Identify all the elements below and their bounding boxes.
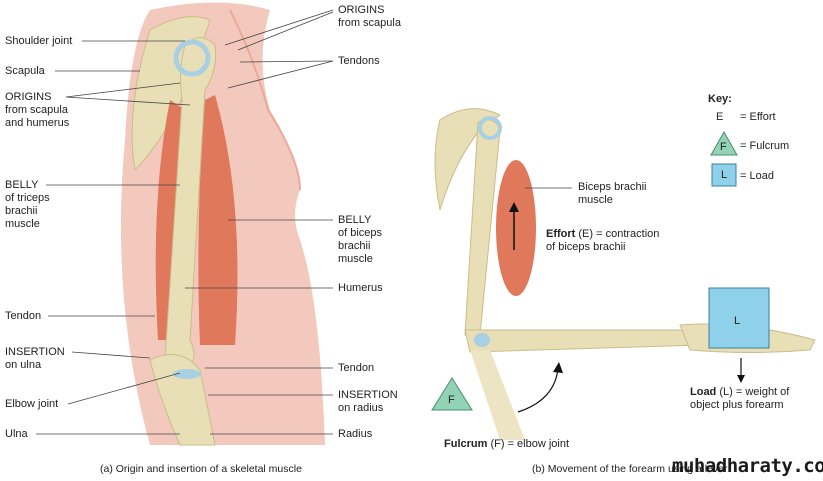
label-ulna: Ulna bbox=[5, 428, 28, 440]
label-line: object plus forearm bbox=[690, 399, 784, 411]
label-line: brachii bbox=[5, 205, 38, 217]
label-biceps-brachii: Biceps brachii muscle bbox=[578, 181, 646, 207]
label-load: Load (L) = weight of object plus forearm bbox=[690, 386, 789, 412]
key-fulcrum-label: = Fulcrum bbox=[740, 140, 790, 152]
elbow-cartilage-b bbox=[474, 333, 490, 347]
key-load-symbol: L bbox=[721, 169, 728, 181]
label-line: Load (L) = weight of bbox=[690, 386, 789, 399]
label-line: from scapula bbox=[5, 104, 68, 116]
load-desc: (L) = weight of bbox=[716, 386, 790, 398]
label-tendons: Tendons bbox=[338, 55, 380, 67]
label-elbow-joint: Elbow joint bbox=[5, 398, 59, 410]
elbow-cartilage bbox=[173, 369, 201, 379]
label-line: muscle bbox=[5, 218, 40, 230]
label-scapula: Scapula bbox=[5, 65, 45, 77]
shoulder-cartilage bbox=[173, 39, 211, 77]
label-line: Effort (E) = contraction bbox=[546, 228, 659, 241]
label-line: of triceps bbox=[5, 192, 50, 204]
fulcrum-term: Fulcrum bbox=[444, 438, 488, 450]
label-line: ORIGINS bbox=[5, 91, 52, 103]
label-belly-biceps: BELLY of biceps brachii muscle bbox=[338, 214, 382, 266]
label-tendon-left: Tendon bbox=[5, 310, 42, 322]
humerus-bone bbox=[164, 37, 216, 371]
forearm-b bbox=[464, 329, 701, 353]
label-line: of biceps brachii bbox=[546, 241, 626, 253]
effort-desc: (E) = contraction bbox=[575, 228, 660, 240]
key-title: Key: bbox=[708, 93, 732, 105]
label-belly-triceps: BELLY of triceps brachii muscle bbox=[5, 179, 50, 231]
label-line: ORIGINS bbox=[338, 4, 385, 16]
caption-b: (b) Movement of the forearm using a leve… bbox=[532, 463, 728, 475]
fulcrum-triangle-symbol: F bbox=[448, 394, 455, 406]
shoulder-cartilage-b bbox=[478, 116, 502, 140]
label-line: BELLY bbox=[5, 179, 39, 191]
biceps-muscle bbox=[198, 95, 238, 345]
label-line: brachii bbox=[338, 240, 371, 252]
key-effort-symbol: E bbox=[716, 111, 724, 123]
label-shoulder-joint: Shoulder joint bbox=[5, 35, 73, 47]
humerus-b bbox=[464, 119, 501, 336]
caption-a: (a) Origin and insertion of a skeletal m… bbox=[100, 463, 302, 475]
leader-lines-a bbox=[36, 9, 334, 435]
label-humerus: Humerus bbox=[338, 282, 383, 294]
label-line: of biceps bbox=[338, 227, 383, 239]
label-line: on ulna bbox=[5, 359, 42, 371]
fulcrum-triangle bbox=[431, 377, 473, 411]
torso-bones-b bbox=[470, 350, 525, 440]
key-load-box bbox=[711, 163, 737, 187]
label-insertion-ulna: INSERTION on ulna bbox=[5, 346, 65, 372]
load-arrowhead bbox=[737, 375, 745, 383]
effort-arrowhead bbox=[509, 202, 519, 212]
biceps-b bbox=[496, 160, 536, 296]
label-line: muscle bbox=[578, 194, 613, 206]
key-load-label: = Load bbox=[740, 170, 774, 182]
label-origins-scapula-humerus: ORIGINS from scapula and humerus bbox=[5, 91, 69, 130]
rotation-arrowhead bbox=[553, 362, 563, 373]
label-line: INSERTION bbox=[5, 346, 65, 358]
label-line: BELLY bbox=[338, 214, 372, 226]
fulcrum-desc: (F) = elbow joint bbox=[487, 438, 570, 450]
watermark: muhadharaty.com bbox=[672, 455, 823, 477]
label-effort: Effort (E) = contraction of biceps brach… bbox=[546, 228, 659, 254]
label-fulcrum: Fulcrum (F) = elbow joint bbox=[444, 438, 569, 451]
key-fulcrum-symbol: F bbox=[720, 141, 727, 153]
load-box-symbol: L bbox=[734, 315, 741, 327]
load-term: Load bbox=[690, 386, 717, 398]
label-radius: Radius bbox=[338, 428, 373, 440]
label-line: INSERTION bbox=[338, 389, 398, 401]
label-origins-scapula: ORIGINS from scapula bbox=[338, 4, 401, 30]
load-box bbox=[708, 287, 770, 349]
label-line: Biceps brachii bbox=[578, 181, 647, 193]
effort-term: Effort bbox=[546, 228, 576, 240]
label-insertion-radius: INSERTION on radius bbox=[338, 389, 398, 415]
label-line: and humerus bbox=[5, 117, 70, 129]
scapula-b bbox=[434, 108, 501, 211]
key-effort-label: = Effort bbox=[740, 111, 776, 123]
label-line: from scapula bbox=[338, 17, 401, 29]
label-line: muscle bbox=[338, 253, 373, 265]
key-fulcrum-triangle bbox=[710, 130, 738, 156]
label-line: on radius bbox=[338, 402, 384, 414]
label-tendon-right: Tendon bbox=[338, 362, 375, 374]
rotation-arrow bbox=[517, 367, 559, 413]
